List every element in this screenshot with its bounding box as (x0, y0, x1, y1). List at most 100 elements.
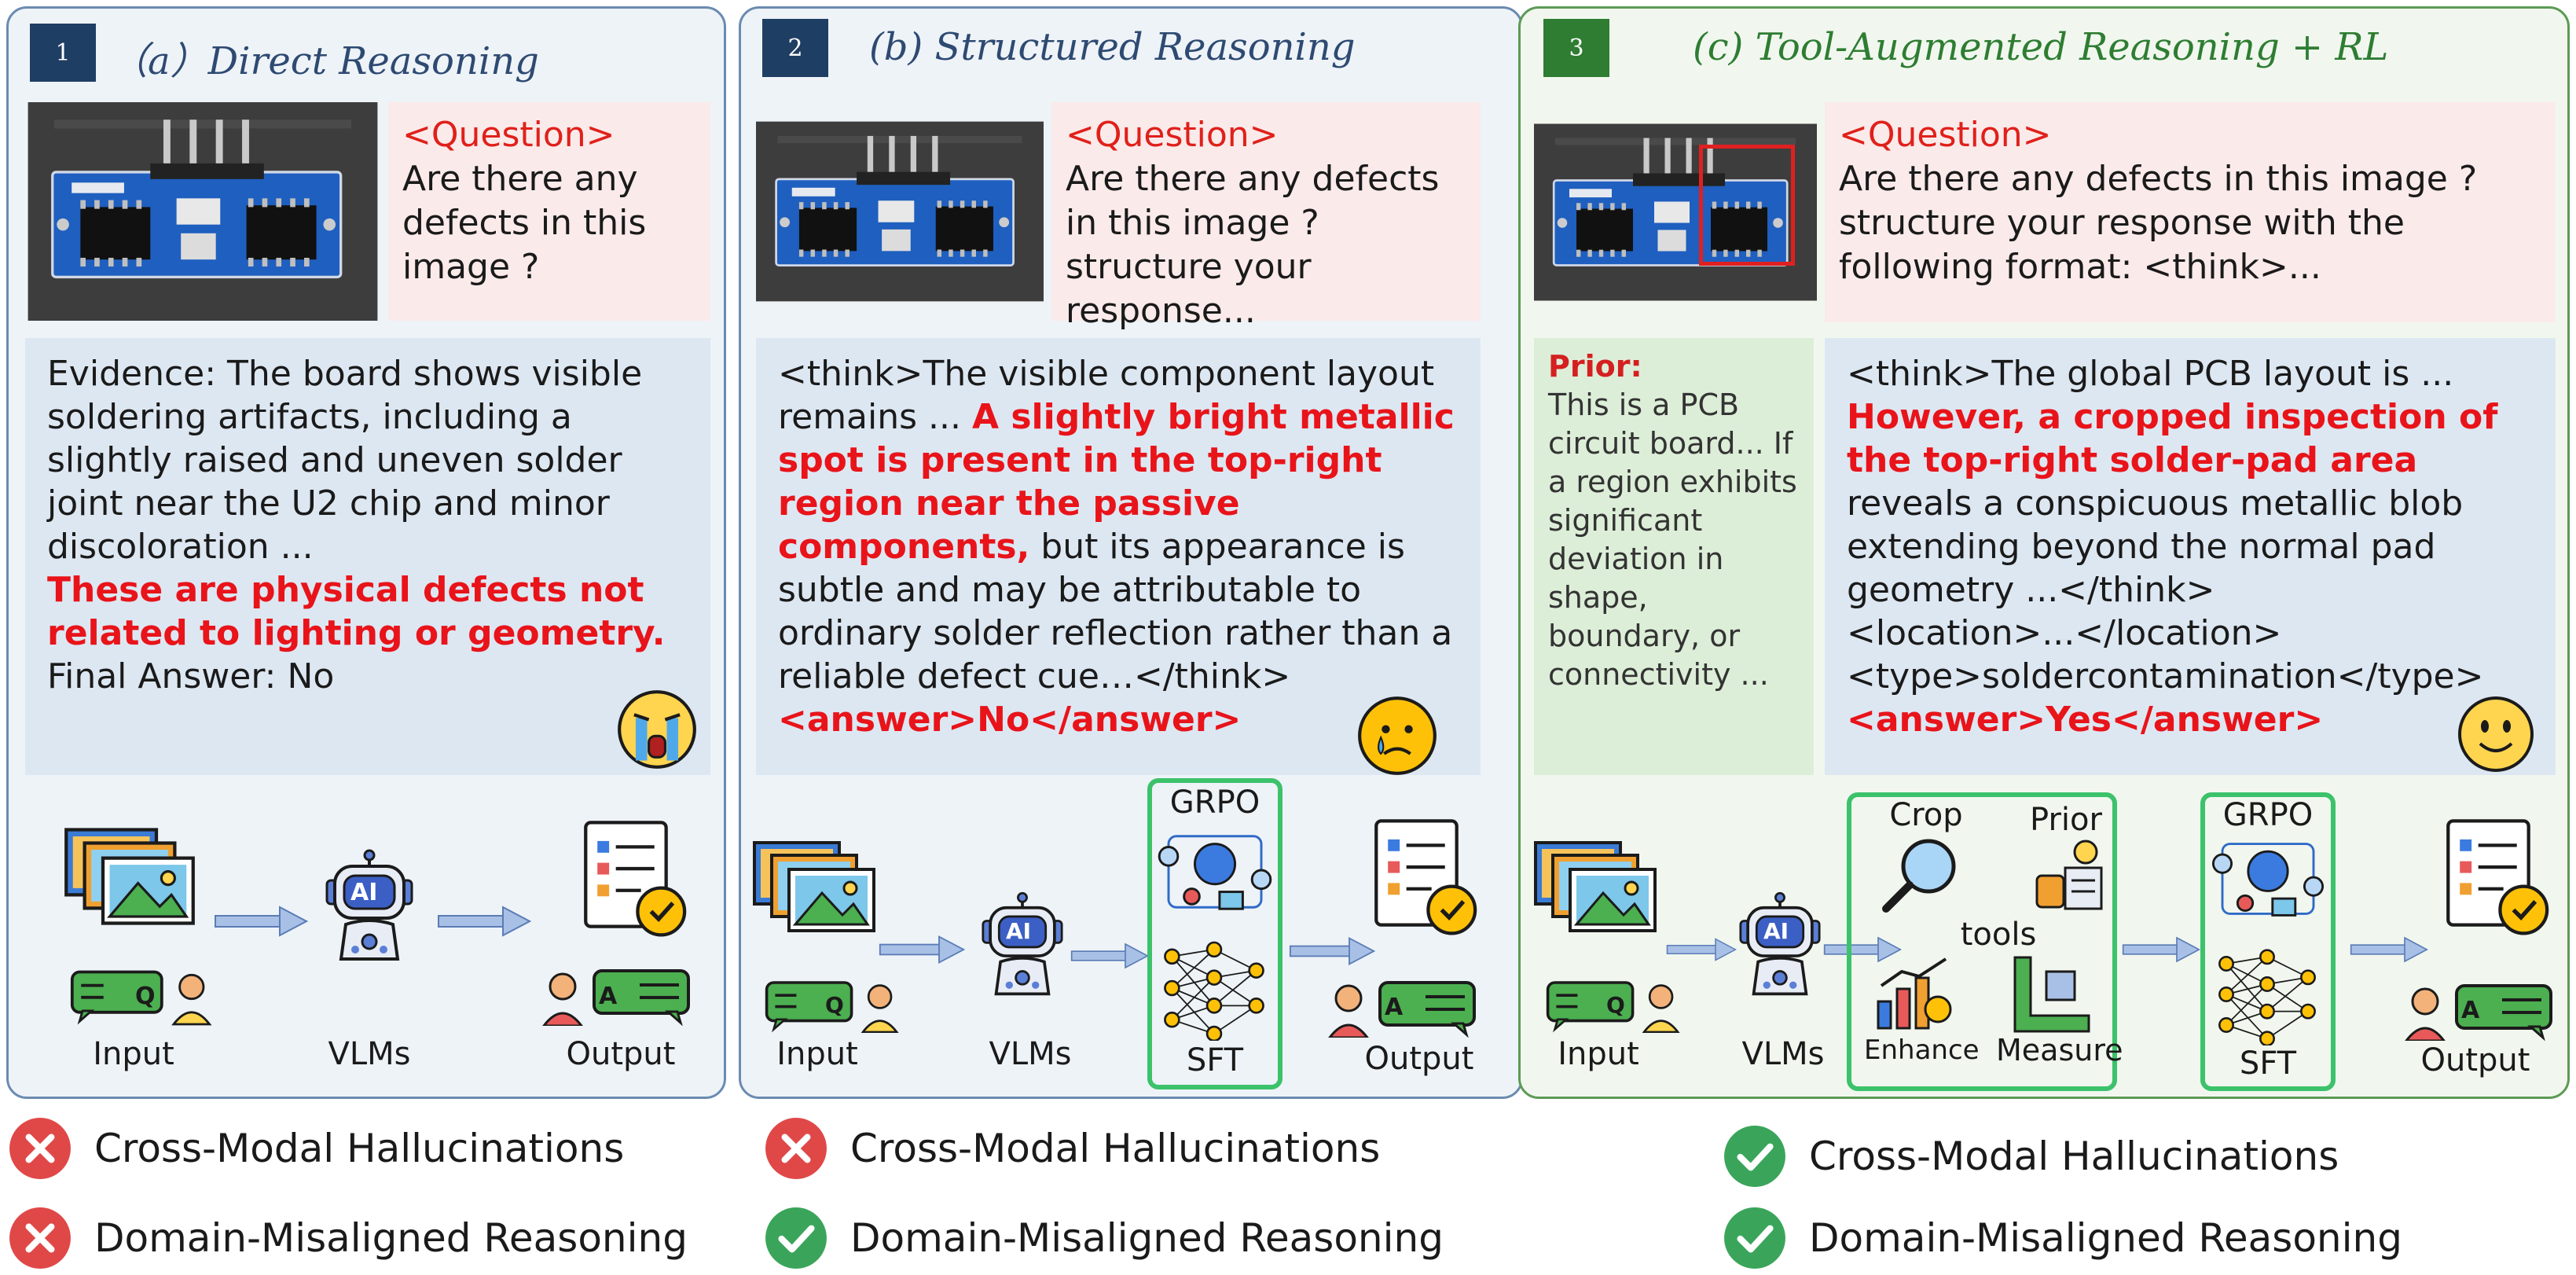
grpo-icon (1158, 835, 1272, 910)
status-label: Cross-Modal Hallucinations (850, 1126, 1381, 1171)
smiling-face-icon (2458, 696, 2534, 772)
ai-label: AI (350, 879, 378, 906)
prior-knowledge-icon (2035, 840, 2103, 910)
arrow-icon (2122, 937, 2200, 962)
arrow-icon (879, 935, 965, 964)
input-images-icon (751, 838, 877, 935)
a-letter: A (599, 983, 618, 1010)
input-label: Input (1558, 1036, 1639, 1072)
input-label: Input (776, 1036, 858, 1072)
ai-robot-icon (981, 891, 1064, 996)
ai-label: AI (1006, 918, 1032, 944)
status-label: Domain-Misaligned Reasoning (94, 1215, 688, 1261)
think-post-text: but its appearance is subtle and may be … (778, 527, 1453, 696)
sad-face-icon (1358, 696, 1437, 775)
type-text: <type>soldercontamination</type> (1847, 656, 2484, 696)
question-box: <Question> Are there any defects in this… (1825, 102, 2556, 322)
grpo-icon (2211, 843, 2325, 917)
status-domain-c: Domain-Misaligned Reasoning (1723, 1206, 2402, 1270)
arrow-icon (1289, 937, 1375, 965)
ai-label: AI (1763, 918, 1789, 944)
status-label: Cross-Modal Hallucinations (94, 1126, 625, 1171)
final-answer: Final Answer: No (47, 656, 335, 696)
think-pre-text: <think>The global PCB layout is ... (1847, 354, 2454, 394)
status-domain-a: Domain-Misaligned Reasoning (8, 1206, 688, 1270)
ai-robot-icon (1738, 891, 1822, 996)
enhance-chart-icon (1877, 957, 1952, 1030)
output-document-icon (1364, 816, 1482, 942)
output-document-icon (2436, 816, 2554, 942)
evidence-red-text: These are physical defects not related t… (47, 570, 666, 653)
cross-icon (8, 1206, 72, 1270)
panel-a-number: 1 (30, 24, 96, 82)
panel-c-title: (c) Tool-Augmented Reasoning + RL (1693, 25, 2389, 69)
prior-tool-label: Prior (2030, 802, 2102, 838)
input-images-icon (1532, 838, 1658, 935)
arrow-icon (215, 906, 307, 936)
cross-icon (764, 1116, 828, 1181)
think-red-text: However, a cropped inspection of the top… (1847, 397, 2498, 480)
input-label: Input (93, 1036, 174, 1072)
training-box (2200, 792, 2336, 1091)
a-letter: A (1385, 994, 1404, 1021)
pcb-image-with-crop (1534, 102, 1817, 322)
cross-icon (8, 1116, 72, 1181)
check-icon (1723, 1206, 1787, 1270)
output-label: Output (1364, 1041, 1474, 1077)
reasoning-box: <think>The visible component layout rema… (756, 338, 1481, 775)
grpo-label: GRPO (2222, 797, 2314, 833)
answer-text: <answer>No</answer> (778, 700, 1242, 740)
question-box: <Question> Are there any defects in this… (388, 102, 710, 321)
crop-region-box (1699, 145, 1795, 266)
prior-label: Prior: (1548, 349, 1642, 384)
measure-label: Measure (1996, 1033, 2123, 1067)
sft-label: SFT (1186, 1042, 1244, 1078)
output-label: Output (2420, 1042, 2530, 1078)
arrow-icon (1070, 943, 1149, 968)
q-letter: Q (1606, 992, 1625, 1018)
vlms-label: VLMs (1741, 1036, 1825, 1072)
magnifier-icon (1882, 839, 1956, 913)
question-label: <Question> (1839, 115, 2052, 155)
output-document-icon (574, 818, 692, 943)
prior-text: This is a PCB circuit board... If a regi… (1548, 388, 1797, 692)
neural-network-icon (1164, 941, 1264, 1041)
tools-label: tools (1960, 917, 2037, 953)
reasoning-box: <think>The global PCB layout is ... Howe… (1825, 338, 2556, 775)
crop-label: Crop (1889, 797, 1963, 833)
output-label: Output (566, 1036, 676, 1072)
ai-robot-icon (325, 849, 413, 961)
think-pre-text: <think>The visible component layout rema… (778, 354, 1435, 437)
grpo-label: GRPO (1169, 784, 1260, 821)
neural-network-icon (2218, 949, 2317, 1045)
input-images-icon (63, 825, 196, 928)
evidence-text: Evidence: The board shows visible solder… (47, 354, 643, 567)
status-cross-modal-a: Cross-Modal Hallucinations (8, 1116, 624, 1181)
question-text: Are there any defects in this image ? (402, 159, 647, 287)
prior-box: Prior: This is a PCB circuit board... If… (1534, 338, 1814, 775)
answer-text: <answer>Yes</answer> (1847, 700, 2324, 740)
vlms-label: VLMs (328, 1036, 411, 1072)
question-label: <Question> (1066, 115, 1279, 155)
status-label: Cross-Modal Hallucinations (1809, 1134, 2339, 1179)
crying-face-icon (618, 690, 696, 769)
status-cross-modal-c: Cross-Modal Hallucinations (1723, 1124, 2339, 1189)
panel-a-title: （a）Direct Reasoning (110, 39, 539, 83)
question-box: <Question> Are there any defects in this… (1051, 102, 1481, 331)
training-box (1147, 778, 1282, 1089)
pcb-image (756, 119, 1044, 303)
think-post-text: reveals a conspicuous metallic blob exte… (1847, 483, 2464, 610)
question-text: Are there any defects in this image ?str… (1066, 159, 1440, 331)
arrow-icon (2350, 937, 2428, 962)
q-letter: Q (135, 983, 156, 1010)
panel-b-number: 2 (762, 19, 828, 77)
sft-label: SFT (2239, 1045, 2297, 1082)
pcb-image (26, 102, 380, 321)
evidence-box: Evidence: The board shows visible solder… (25, 338, 710, 775)
question-text: Are there any defects in this image ? st… (1839, 159, 2478, 287)
check-icon (764, 1206, 828, 1270)
question-label: <Question> (402, 115, 615, 155)
location-text: <location>...</location> (1847, 613, 2282, 653)
status-label: Domain-Misaligned Reasoning (1809, 1215, 2402, 1261)
arrow-icon (438, 906, 530, 936)
